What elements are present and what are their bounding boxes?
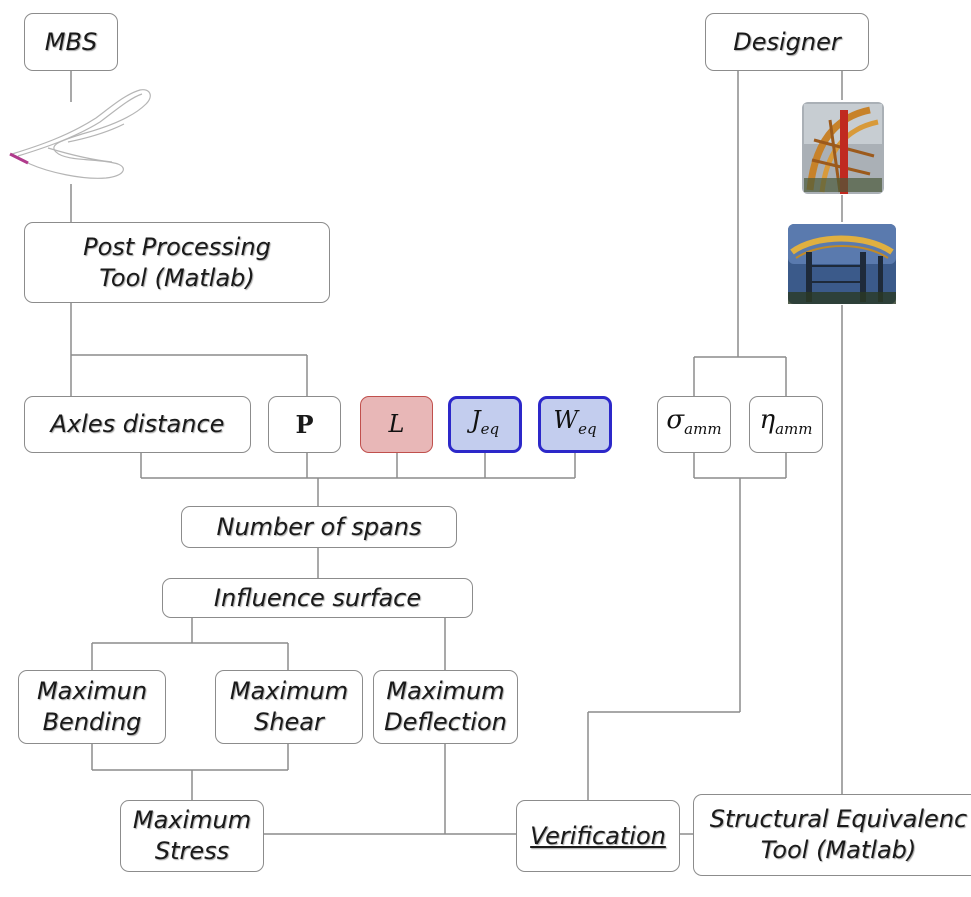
influence-surface-box: Influence surface: [162, 578, 473, 618]
verification-box: Verification: [516, 800, 680, 872]
verification-label: Verification: [530, 821, 666, 850]
j-eq-box: Jeq: [448, 396, 522, 453]
maximum-shear-line-2: Shear: [254, 708, 324, 736]
roller-coaster-structure-photo: [788, 224, 896, 304]
maximum-shear-line-1: Maximum: [229, 677, 349, 705]
maximum-stress-line-1: Maximum: [132, 806, 252, 834]
maximum-stress-line-2: Stress: [154, 837, 230, 865]
number-of-spans-box: Number of spans: [181, 506, 457, 548]
structural-equivalence-line-2: Tool (Matlab): [760, 836, 917, 864]
l-box: L: [360, 396, 433, 453]
mbs-label: MBS: [44, 27, 98, 56]
roller-coaster-loop-photo: [802, 102, 884, 194]
number-of-spans-label: Number of spans: [216, 512, 422, 541]
post-processing-line-1: Post Processing: [83, 232, 271, 261]
w-eq-label: Weq: [553, 405, 597, 438]
axles-distance-label: Axles distance: [50, 410, 225, 438]
post-processing-line-2: Tool (Matlab): [99, 263, 255, 292]
structural-equivalence-line-1: Structural Equivalenc: [709, 805, 968, 833]
maximum-deflection-line-2: Deflection: [384, 708, 507, 736]
maximum-deflection-box: Maximum Deflection: [373, 670, 518, 744]
sigma-amm-box: σamm: [657, 396, 731, 453]
p-label: P: [295, 410, 314, 439]
maximum-bending-line-1: Maximun: [36, 677, 148, 705]
axles-distance-box: Axles distance: [24, 396, 251, 453]
eta-amm-box: ηamm: [749, 396, 823, 453]
j-eq-label: Jeq: [470, 405, 500, 438]
maximum-bending-line-2: Bending: [42, 708, 142, 736]
l-label: L: [388, 410, 405, 438]
w-eq-box: Weq: [538, 396, 612, 453]
sigma-amm-label: σamm: [666, 404, 722, 438]
maximum-shear-box: Maximum Shear: [215, 670, 363, 744]
influence-surface-label: Influence surface: [213, 583, 422, 612]
mbs-box: MBS: [24, 13, 118, 71]
p-box: P: [268, 396, 341, 453]
structural-equivalence-box: Structural Equivalenc Tool (Matlab): [693, 794, 971, 876]
maximum-deflection-line-1: Maximum: [386, 677, 505, 705]
maximum-stress-box: Maximum Stress: [120, 800, 264, 872]
maximum-bending-box: Maximun Bending: [18, 670, 166, 744]
track-layout-sketch: [9, 89, 151, 179]
designer-box: Designer: [705, 13, 869, 71]
eta-amm-label: ηamm: [759, 404, 813, 438]
post-processing-box: Post Processing Tool (Matlab): [24, 222, 330, 303]
designer-label: Designer: [733, 27, 841, 56]
